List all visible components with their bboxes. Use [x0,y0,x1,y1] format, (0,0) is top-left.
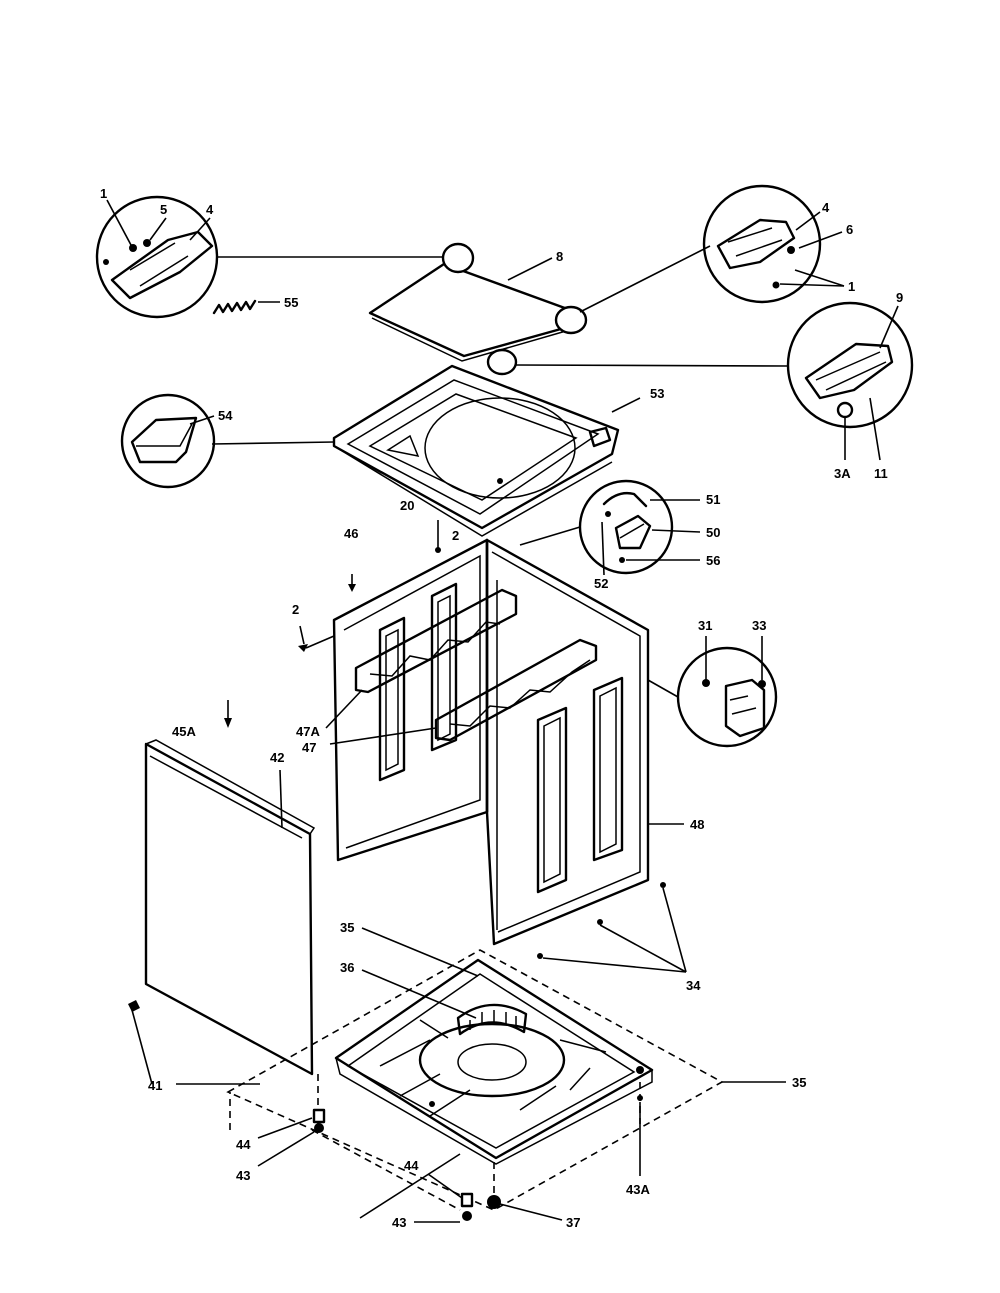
callout-47: 47 [302,740,316,755]
callout-2-side: 2 [292,602,299,617]
callout-5: 5 [160,202,167,217]
callout-51: 51 [706,492,720,507]
detail-right-hinge [702,184,845,304]
callout-47A: 47A [296,724,320,739]
lid-part-8 [368,242,789,376]
cabinet-frame-edges [485,538,498,930]
callout-1: 1 [100,186,107,201]
callout-44-left: 44 [236,1137,251,1152]
callout-labels: 1 5 4 55 8 4 6 1 9 3A 11 54 53 51 50 56 … [100,186,903,1230]
base-frame [334,927,654,1165]
front-panel-part-42 [128,700,316,1085]
callout-44-bottom: 44 [404,1158,419,1173]
spring-part-55 [212,299,280,315]
callout-6: 6 [846,222,853,237]
callout-36: 36 [340,960,354,975]
feet-and-screws [257,1095,643,1223]
callout-52: 52 [594,576,608,591]
callout-43-bottom: 43 [392,1215,406,1230]
callout-4: 4 [206,202,214,217]
callout-34: 34 [686,978,701,993]
detail-dispenser-cup [120,393,216,489]
brace-part-47 [329,638,598,745]
brace-part-47A [325,588,518,729]
callout-4-right: 4 [822,200,830,215]
callout-37: 37 [566,1215,580,1230]
top-part-53 [211,364,641,537]
callout-43-left: 43 [236,1168,250,1183]
callout-3A: 3A [834,466,851,481]
callout-48: 48 [690,817,704,832]
callout-20: 20 [400,498,414,513]
callout-35-right: 35 [792,1075,806,1090]
callout-43A: 43A [626,1182,650,1197]
detail-lid-switch [786,301,914,461]
callout-55: 55 [284,295,298,310]
callout-46: 46 [344,526,358,541]
callout-9: 9 [896,290,903,305]
callout-1-right: 1 [848,279,855,294]
cabinet-left-back-panel [298,520,489,862]
callout-11: 11 [874,466,888,481]
callout-8: 8 [556,249,563,264]
callout-33: 33 [752,618,766,633]
callout-42: 42 [270,750,284,765]
detail-left-hinge [95,195,447,319]
callout-50: 50 [706,525,720,540]
callout-2-top: 2 [452,528,459,543]
callout-53: 53 [650,386,664,401]
callout-41: 41 [148,1078,162,1093]
callout-35-top: 35 [340,920,354,935]
detail-valve [647,636,778,748]
callout-45A: 45A [172,724,196,739]
callout-56: 56 [706,553,720,568]
callout-54: 54 [218,408,233,423]
detail-switch-assembly [519,479,701,576]
callout-31: 31 [698,618,712,633]
